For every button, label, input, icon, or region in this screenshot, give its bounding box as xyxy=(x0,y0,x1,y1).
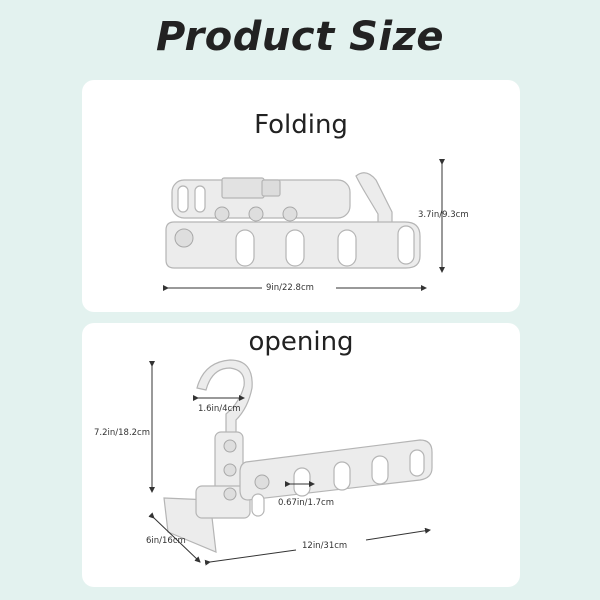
folding-width-label: 9in/22.8cm xyxy=(266,283,314,293)
folding-heading: Folding xyxy=(254,110,348,140)
length-label: 12in/31cm xyxy=(302,541,348,551)
opening-heading: opening xyxy=(248,327,354,357)
hook-width-label: 1.6in/4cm xyxy=(198,404,241,414)
hole-size-label: 0.67in/1.7cm xyxy=(278,498,335,508)
depth-label: 6in/16cm xyxy=(146,536,186,546)
folding-height-label: 3.7in/9.3cm xyxy=(418,210,469,220)
opening-height-label: 7.2in/18.2cm xyxy=(94,428,151,438)
page-title: Product Size xyxy=(155,14,445,60)
